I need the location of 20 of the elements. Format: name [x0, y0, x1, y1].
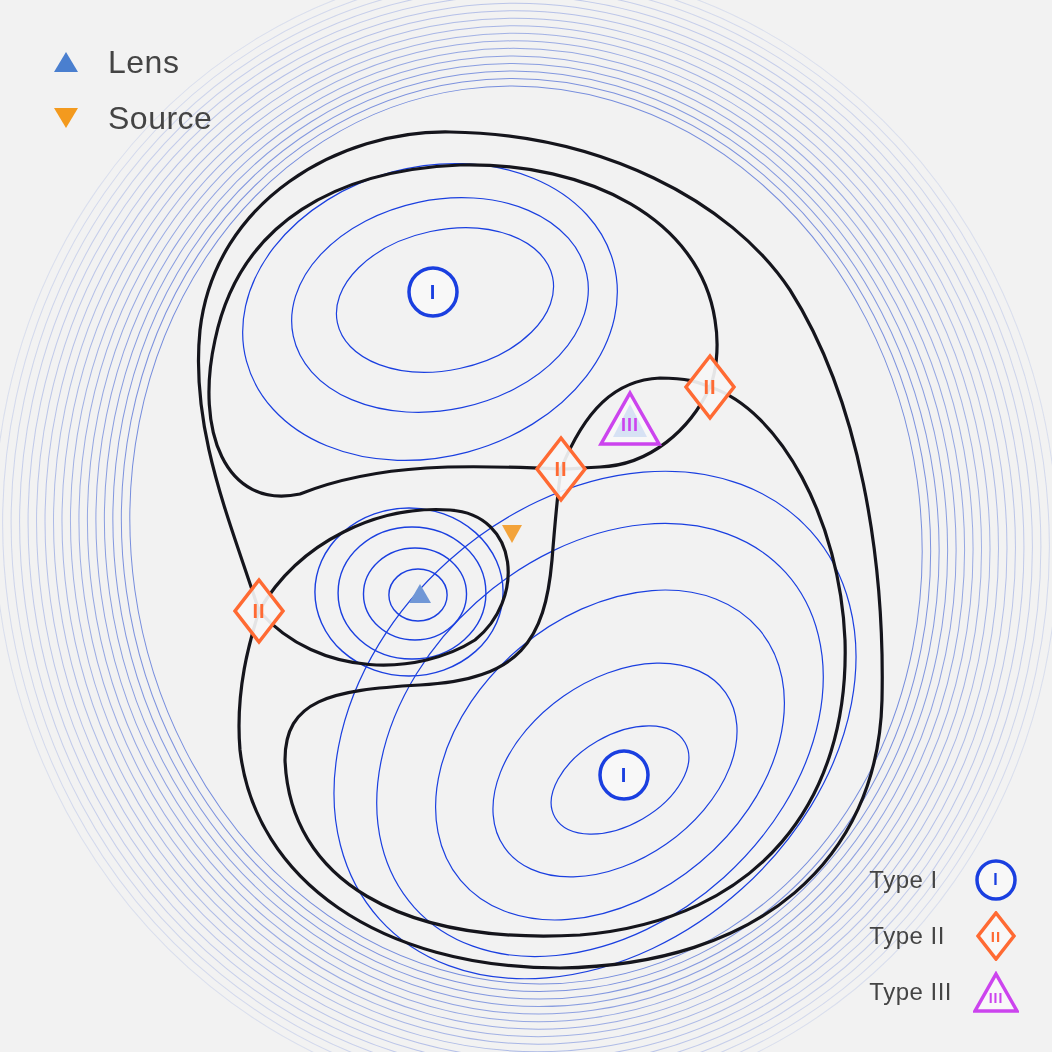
- image-type-label: I: [429, 282, 437, 302]
- type-three-image-marker: [599, 390, 661, 446]
- legend-label: Type III: [869, 978, 952, 1006]
- image-type-label: I: [620, 765, 628, 785]
- legend-label: Source: [108, 99, 213, 137]
- legend-label: Type II: [869, 922, 946, 950]
- type-two-image-marker: [535, 436, 587, 502]
- image-type-label: II: [252, 601, 266, 621]
- type-one-image-marker: [598, 749, 650, 801]
- image-type-label: II: [703, 377, 717, 397]
- type-two-image-marker: [684, 354, 736, 420]
- symbol-label: I: [993, 872, 999, 888]
- symbol-label: III: [988, 991, 1004, 1005]
- image-type-label: III: [621, 416, 639, 434]
- image-type-label: II: [554, 459, 568, 479]
- type-two-image-marker: [233, 578, 285, 644]
- type-one-image-marker: [407, 266, 459, 318]
- legend-label: Lens: [108, 43, 180, 81]
- legend-label: Type I: [869, 866, 939, 894]
- symbol-label: II: [990, 928, 1002, 944]
